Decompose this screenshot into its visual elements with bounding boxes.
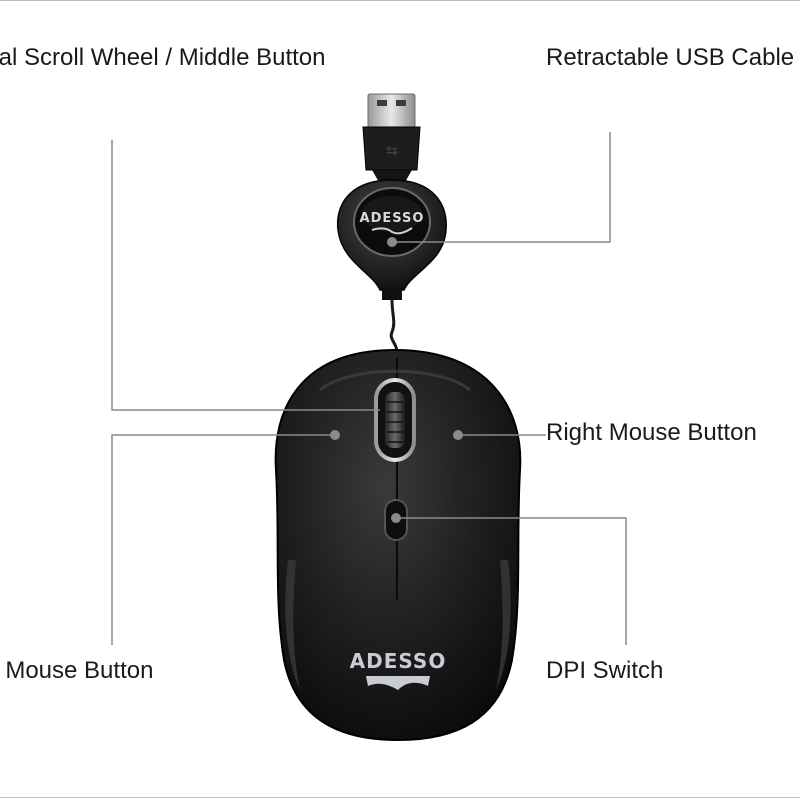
top-border	[0, 0, 800, 1]
leader-left-button	[111, 434, 335, 645]
mouse-logo: ADESSO	[350, 649, 447, 690]
left-button-callout: t Mouse Button	[0, 657, 154, 684]
right-button-callout: Right Mouse Button	[546, 419, 757, 446]
leader-dot-dpi	[391, 513, 401, 523]
scroll-wheel-callout: tal Scroll Wheel / Middle Button	[0, 44, 326, 71]
leader-scroll-wheel	[111, 140, 380, 411]
usb-plug: ⇆	[362, 93, 421, 184]
reel-logo: ADESSO	[360, 211, 425, 226]
scroll-wheel	[374, 378, 416, 462]
mouse-body	[274, 348, 522, 742]
leader-lines	[111, 132, 627, 645]
dpi-switch-callout: DPI Switch	[546, 657, 664, 684]
leader-dots	[330, 237, 463, 523]
leader-dot-right	[453, 430, 463, 440]
svg-text:ADESSO: ADESSO	[350, 649, 447, 673]
cable-reel: ADESSO	[336, 179, 447, 300]
leader-usb-cable	[392, 132, 611, 243]
usb-cable-callout: Retractable USB Cable	[546, 44, 795, 71]
usb-cable	[389, 299, 399, 357]
bottom-border	[0, 797, 800, 798]
leader-dpi-switch	[396, 517, 627, 645]
leader-dot-left	[330, 430, 340, 440]
svg-text:⇆: ⇆	[386, 143, 398, 159]
leader-dot-usb	[387, 237, 397, 247]
